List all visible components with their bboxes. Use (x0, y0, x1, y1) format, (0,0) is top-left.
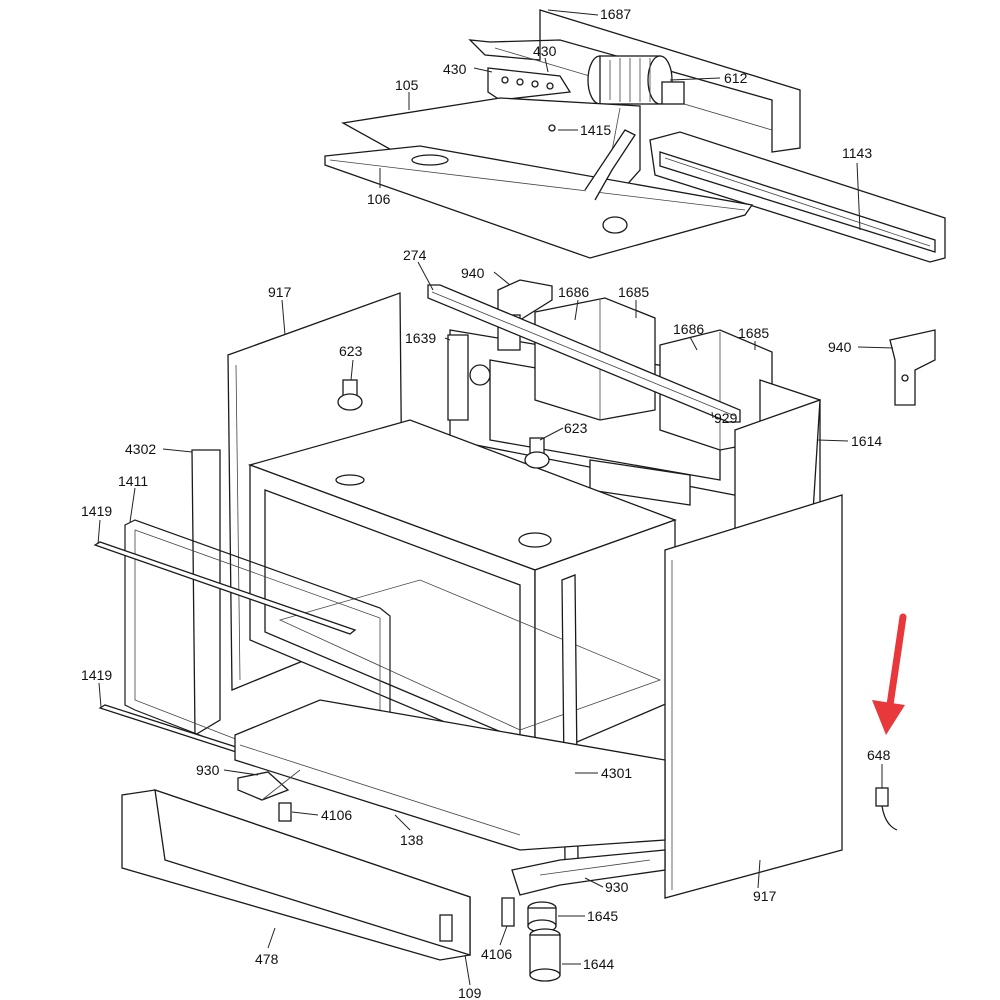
foot-1644 (529, 928, 561, 982)
label-1415: 1415 (580, 122, 611, 138)
label-1687: 1687 (600, 6, 631, 22)
foot-1645 (527, 901, 557, 933)
label-623-a: 623 (339, 343, 363, 359)
fan-612 (587, 55, 685, 105)
label-612: 612 (724, 70, 748, 86)
label-648: 648 (867, 747, 891, 763)
bracket-930-left (237, 769, 301, 801)
bracket-940-right (889, 329, 936, 406)
label-4106-a: 4106 (321, 807, 352, 823)
switch-block-430 (487, 67, 572, 101)
label-4106-b: 4106 (481, 946, 512, 962)
label-623-b: 623 (564, 420, 588, 436)
label-940-b: 940 (828, 339, 852, 355)
label-1686-a: 1686 (558, 284, 589, 300)
label-1419-a: 1419 (81, 503, 112, 519)
label-1143: 1143 (842, 145, 872, 161)
label-430-b: 430 (443, 61, 467, 77)
label-478: 478 (255, 951, 279, 967)
label-929: 929 (714, 410, 738, 426)
label-1614: 1614 (851, 433, 882, 449)
label-1645: 1645 (587, 908, 618, 924)
rail-1143 (649, 131, 946, 263)
rail-274 (427, 284, 741, 423)
label-940-a: 940 (461, 265, 485, 281)
bracket-1639 (447, 334, 491, 421)
label-917-b: 917 (753, 888, 777, 904)
label-930-a: 930 (196, 762, 220, 778)
label-1411: 1411 (118, 473, 148, 489)
label-4301: 4301 (601, 765, 632, 781)
sensor-623-b (524, 437, 550, 469)
right-side-panel-917 (664, 494, 843, 899)
label-430-a: 430 (533, 43, 557, 59)
label-1685-b: 1685 (738, 325, 769, 341)
label-1685-a: 1685 (618, 284, 649, 300)
pointer-arrow (872, 613, 907, 735)
bottom-rail-138 (234, 699, 666, 851)
trim-4302 (191, 449, 221, 737)
label-930-b: 930 (605, 879, 629, 895)
hinge-4106-right (501, 897, 515, 927)
hinge-4106-left (278, 802, 292, 822)
label-138: 138 (400, 832, 424, 848)
part-labels: 1687 430 430 612 105 1415 106 1143 274 9… (81, 6, 891, 1000)
label-1419-b: 1419 (81, 667, 112, 683)
label-1686-b: 1686 (673, 321, 704, 337)
label-1644: 1644 (583, 956, 614, 972)
label-105: 105 (395, 77, 419, 93)
connector-648 (875, 787, 898, 831)
label-4302: 4302 (125, 441, 156, 457)
sensor-623-a (337, 379, 363, 411)
label-917-a: 917 (268, 284, 292, 300)
top-cover-106 (324, 129, 754, 259)
label-1639: 1639 (405, 330, 436, 346)
label-109: 109 (458, 985, 482, 1000)
bracket-930-right (511, 849, 666, 896)
door-panel-478 (121, 789, 471, 961)
leader-lines (97, 9, 894, 986)
label-106: 106 (367, 191, 391, 207)
label-274: 274 (403, 247, 427, 263)
